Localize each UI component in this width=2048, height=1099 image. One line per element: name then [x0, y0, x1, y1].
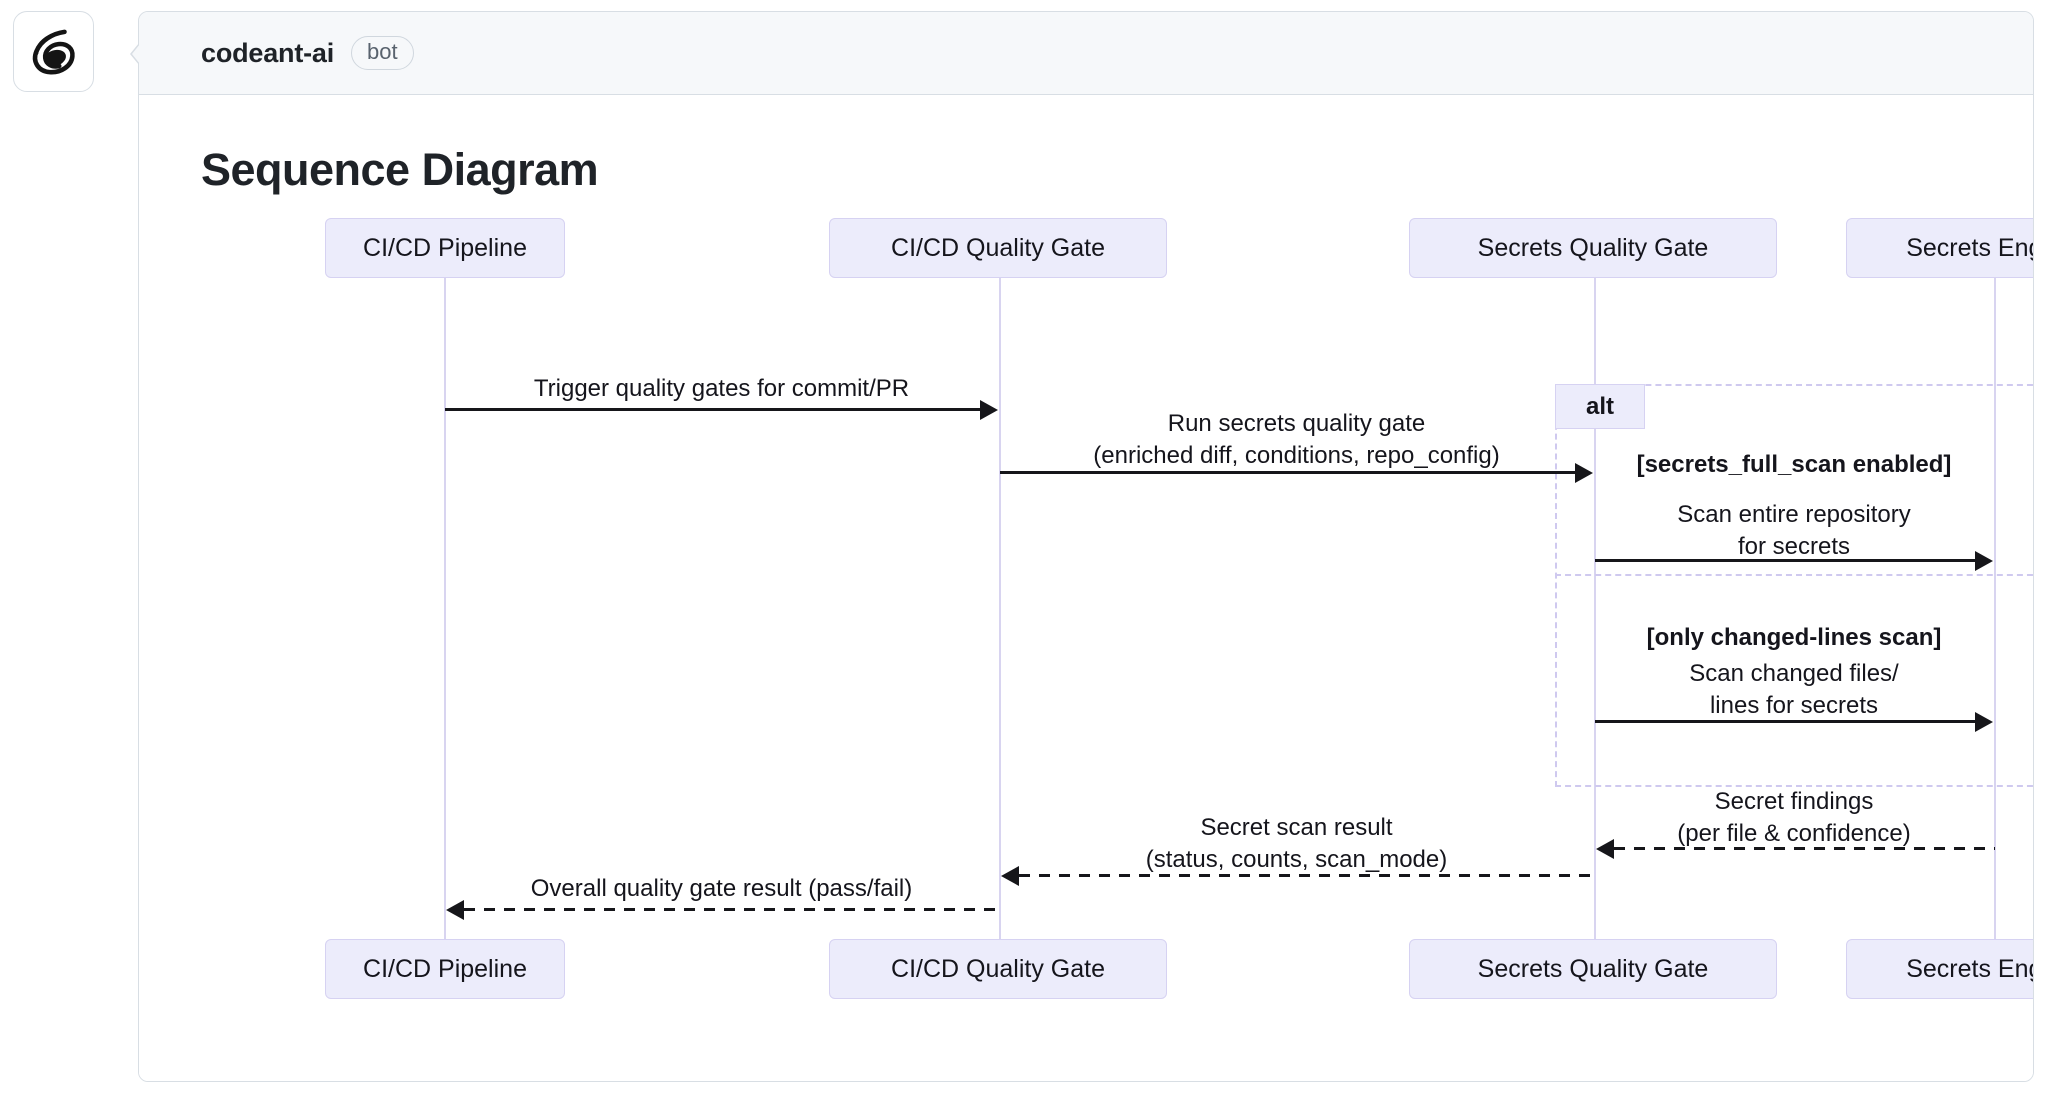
lifeline-cicd-pipeline — [444, 278, 446, 940]
message-label-secret-scan-result: Secret scan result (status, counts, scan… — [1145, 814, 1448, 873]
lifeline-secrets-quality-gate — [1594, 278, 1596, 940]
message-line-scan-changed-files — [1595, 720, 1976, 723]
alt-block-divider — [1555, 574, 2033, 576]
lifeline-cicd-quality-gate — [999, 278, 1001, 940]
actor-box-bottom-secrets-quality-gate[interactable]: Secrets Quality Gate — [1409, 939, 1777, 999]
codeant-logo-icon — [32, 29, 75, 74]
message-label-run-secrets-quality-gate: Run secrets quality gate (enriched diff,… — [1093, 410, 1500, 469]
alt-branch-condition-2: [only changed-lines scan] — [1594, 624, 1994, 652]
sequence-diagram: CI/CD Pipeline CI/CD Quality Gate Secret… — [139, 96, 2033, 1081]
message-label-scan-changed-files: Scan changed files/ lines for secrets — [1689, 660, 1899, 719]
actor-box-bottom-cicd-quality-gate[interactable]: CI/CD Quality Gate — [829, 939, 1167, 999]
alt-label-text: alt — [1585, 392, 1614, 420]
comment-card: codeant-ai bot Sequence Diagram CI/CD Pi… — [138, 11, 2034, 1082]
actor-box-top-secrets-engine[interactable]: Secrets Engine — [1846, 218, 2033, 278]
comment-body: Sequence Diagram CI/CD Pipeline CI/CD Qu… — [139, 96, 2033, 1081]
message-line-run-secrets-quality-gate — [1000, 471, 1576, 474]
message-label-secret-findings: Secret findings (per file & confidence) — [1677, 788, 1911, 847]
actor-label: CI/CD Quality Gate — [891, 954, 1105, 983]
alt-condition-text: [only changed-lines scan] — [1646, 624, 1942, 651]
actor-label: Secrets Quality Gate — [1477, 954, 1709, 983]
message-label-scan-entire-repository: Scan entire repository for secrets — [1677, 501, 1911, 560]
actor-label: CI/CD Pipeline — [363, 954, 527, 983]
message-arrowhead-secret-findings — [1596, 839, 1614, 859]
message-line-overall-quality-gate-result — [464, 908, 1001, 911]
actor-label: Secrets Quality Gate — [1477, 233, 1709, 262]
message-arrowhead-scan-changed-files — [1975, 712, 1993, 732]
actor-label: CI/CD Quality Gate — [891, 233, 1105, 262]
actor-box-top-secrets-quality-gate[interactable]: Secrets Quality Gate — [1409, 218, 1777, 278]
actor-label: Secrets Engine — [1906, 233, 2033, 262]
page-title: Sequence Diagram — [201, 144, 599, 195]
actor-box-top-cicd-quality-gate[interactable]: CI/CD Quality Gate — [829, 218, 1167, 278]
card-pointer-inner — [132, 44, 140, 64]
message-label-trigger-quality-gates: Trigger quality gates for commit/PR — [533, 375, 910, 402]
message-arrowhead-trigger-quality-gates — [980, 400, 998, 420]
message-line-secret-scan-result — [1019, 874, 1596, 877]
message-arrowhead-scan-entire-repository — [1975, 551, 1993, 571]
lifeline-secrets-engine — [1994, 278, 1996, 940]
message-arrowhead-overall-quality-gate-result — [446, 900, 464, 920]
actor-box-top-cicd-pipeline[interactable]: CI/CD Pipeline — [325, 218, 565, 278]
alt-block-frame — [1555, 384, 2033, 787]
message-arrowhead-run-secrets-quality-gate — [1575, 463, 1593, 483]
avatar[interactable] — [13, 11, 94, 92]
alt-branch-condition-1: [secrets_full_scan enabled] — [1594, 451, 1994, 479]
message-line-secret-findings — [1614, 847, 1995, 850]
comment-header: codeant-ai bot — [139, 12, 2033, 95]
message-label-overall-quality-gate-result: Overall quality gate result (pass/fail) — [530, 875, 913, 902]
message-line-scan-entire-repository — [1595, 559, 1976, 562]
actor-box-bottom-secrets-engine[interactable]: Secrets Engine — [1846, 939, 2033, 999]
message-arrowhead-secret-scan-result — [1001, 866, 1019, 886]
message-line-trigger-quality-gates — [445, 408, 981, 411]
alt-block-label: alt — [1555, 384, 1645, 429]
comment-author[interactable]: codeant-ai — [201, 37, 335, 68]
actor-label: CI/CD Pipeline — [363, 233, 527, 262]
actor-label: Secrets Engine — [1906, 954, 2033, 983]
actor-box-bottom-cicd-pipeline[interactable]: CI/CD Pipeline — [325, 939, 565, 999]
bot-badge: bot — [351, 36, 414, 70]
alt-condition-text: [secrets_full_scan enabled] — [1636, 451, 1952, 478]
